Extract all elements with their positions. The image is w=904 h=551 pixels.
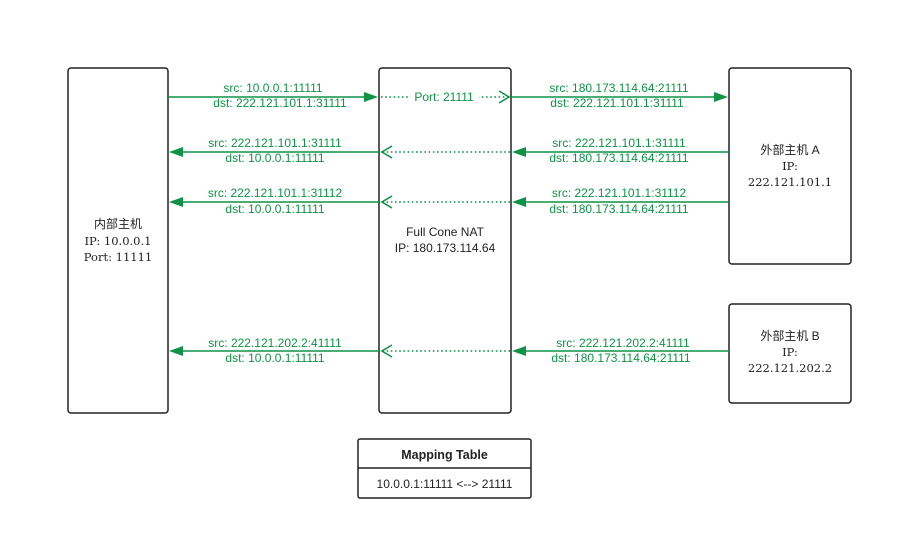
nat-box xyxy=(378,67,512,414)
nat-port-label: Port: 21111 xyxy=(414,90,474,104)
r2-left-src: src: 222.121.101.1:31111 xyxy=(208,136,342,150)
mapping-table-title: Mapping Table xyxy=(401,448,488,462)
r1-right-dst: dst: 222.121.101.1:31111 xyxy=(550,96,684,110)
host-b-title: 外部主机 B xyxy=(760,328,819,343)
r2-right-dst: dst: 180.173.114.64:21111 xyxy=(549,151,689,165)
r2-left-dst: dst: 10.0.0.1:11111 xyxy=(225,151,325,165)
r1-right-arrowhead xyxy=(714,92,728,102)
r1-left-arrowhead xyxy=(364,92,378,102)
r1-left-src: src: 10.0.0.1:11111 xyxy=(223,81,323,95)
r2-left-arrowhead xyxy=(169,147,183,157)
r4-left-dst: dst: 10.0.0.1:11111 xyxy=(225,351,325,365)
r4-right-arrowhead xyxy=(512,346,526,356)
r4-right-dst: dst: 180.173.114.64:21111 xyxy=(551,351,691,365)
r4-left-arrowhead xyxy=(169,346,183,356)
internal-host-title: 内部主机 xyxy=(94,216,142,231)
internal-host-box xyxy=(67,67,169,414)
r1-left-dst: dst: 222.121.101.1:31111 xyxy=(213,96,347,110)
host-a-ip-label: IP: xyxy=(782,159,798,173)
r1-right-src: src: 180.173.114.64:21111 xyxy=(549,81,689,95)
external-host-a-box xyxy=(728,67,852,265)
external-host-b-box xyxy=(728,303,852,404)
r4-right-src: src: 222.121.202.2:41111 xyxy=(556,336,690,350)
r3-right-arrowhead xyxy=(512,197,526,207)
r3-nat-open-arrowhead xyxy=(380,195,393,209)
r3-left-dst: dst: 10.0.0.1:11111 xyxy=(225,202,325,216)
mapping-table-row: 10.0.0.1:11111 <--> 21111 xyxy=(377,477,513,491)
internal-host-port: Port: 11111 xyxy=(84,250,152,264)
nat-ip: IP: 180.173.114.64 xyxy=(395,241,496,255)
r2-right-src: src: 222.121.101.1:31111 xyxy=(552,136,686,150)
r4-nat-open-arrowhead xyxy=(380,344,393,358)
r3-left-arrowhead xyxy=(169,197,183,207)
r1-port-label-bg xyxy=(409,89,479,104)
nat-title: Full Cone NAT xyxy=(406,225,484,239)
r2-nat-open-arrowhead xyxy=(380,145,393,159)
host-b-ip-label: IP: xyxy=(782,345,798,359)
r3-right-src: src: 222.121.101.1:31112 xyxy=(552,186,687,200)
host-a-title: 外部主机 A xyxy=(760,142,819,157)
internal-host-ip: IP: 10.0.0.1 xyxy=(85,234,152,248)
r1-nat-open-arrowhead xyxy=(498,90,511,104)
r4-left-src: src: 222.121.202.2:41111 xyxy=(208,336,342,350)
host-b-ip: 222.121.202.2 xyxy=(748,361,832,375)
r3-right-dst: dst: 180.173.114.64:21111 xyxy=(549,202,689,216)
r2-right-arrowhead xyxy=(512,147,526,157)
r3-left-src: src: 222.121.101.1:31112 xyxy=(208,186,343,200)
host-a-ip: 222.121.101.1 xyxy=(748,175,832,189)
